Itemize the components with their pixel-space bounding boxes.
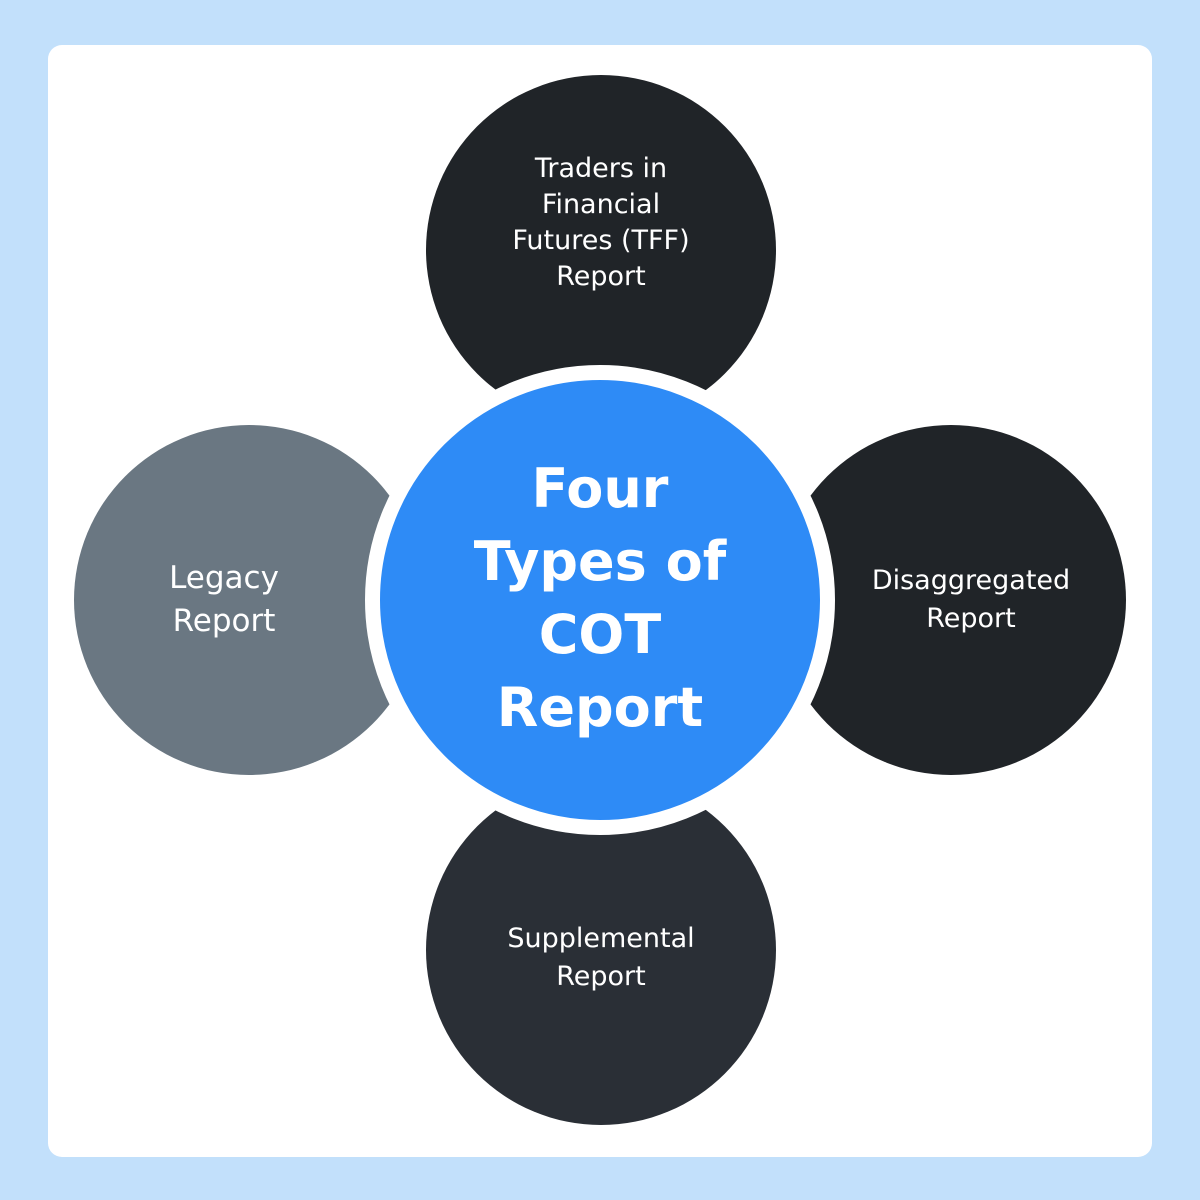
tff-report-node: Traders in Financial Futures (TFF) Repor… [426, 75, 776, 425]
center-title: Four Types of COT Report [473, 457, 727, 739]
tff-report-label: Traders in Financial Futures (TFF) Repor… [512, 153, 690, 292]
legacy-report-label: Legacy Report [169, 560, 279, 639]
supplemental-report-label: Supplemental Report [507, 923, 695, 992]
disaggregated-report-label: Disaggregated Report [871, 565, 1071, 634]
center-node: Four Types of COT Report [365, 365, 835, 835]
